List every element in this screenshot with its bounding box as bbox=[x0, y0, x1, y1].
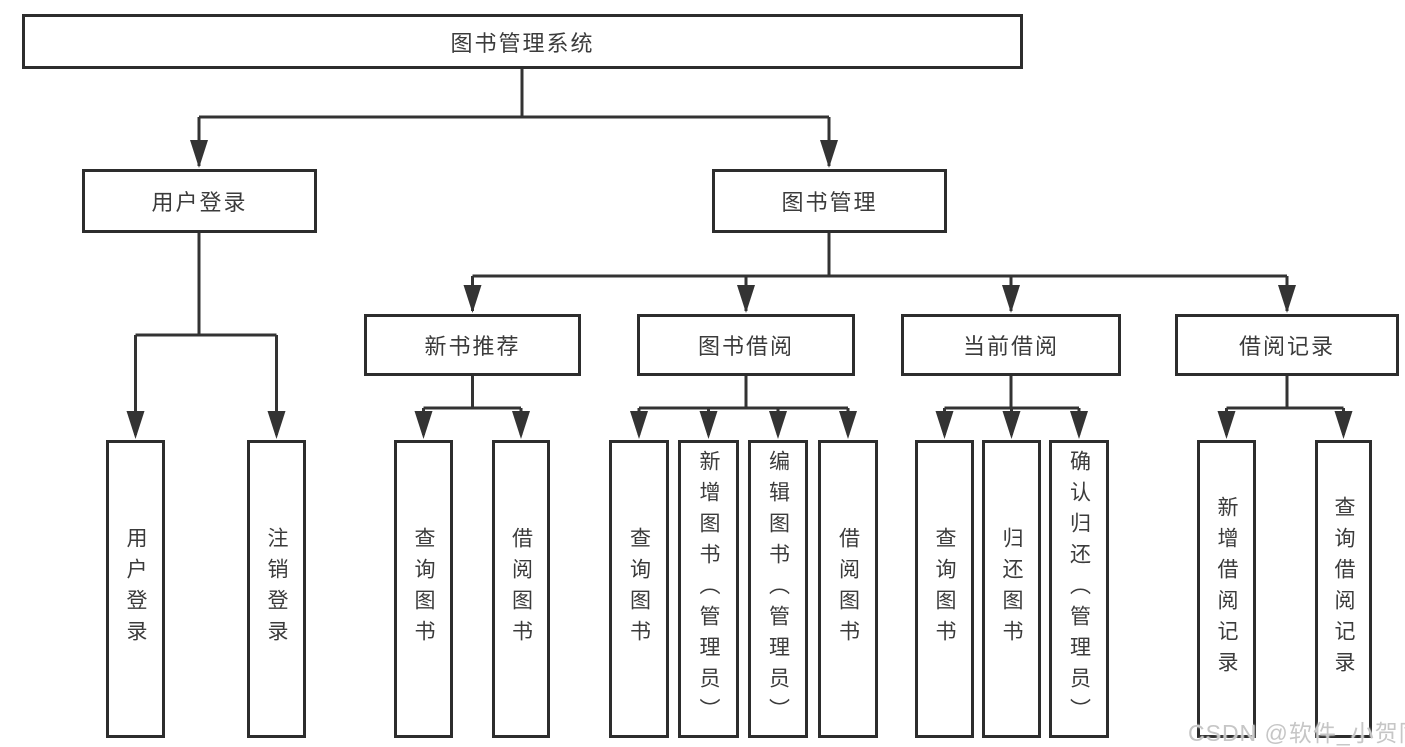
node-current-borrow: 当前借阅 bbox=[901, 314, 1121, 376]
leaf-confirm-return-admin: 确认归还（管理员） bbox=[1049, 440, 1109, 738]
node-label: 新增图书（管理员） bbox=[697, 449, 720, 729]
node-label: 借阅图书 bbox=[509, 527, 533, 651]
leaf-add-book-admin: 新增图书（管理员） bbox=[678, 440, 739, 738]
node-label: 新书推荐 bbox=[424, 334, 521, 359]
leaf-borrow-books-recommend: 借阅图书 bbox=[492, 440, 550, 738]
leaf-add-borrow-record: 新增借阅记录 bbox=[1197, 440, 1256, 738]
csdn-watermark: CSDN @软件_小贺同学 bbox=[1188, 720, 1405, 746]
node-label: 查询图书 bbox=[933, 527, 956, 651]
node-label: 图书管理系统 bbox=[450, 30, 595, 56]
node-label: 查询图书 bbox=[412, 527, 435, 651]
leaf-borrow-books: 借阅图书 bbox=[818, 440, 878, 738]
leaf-query-borrow-record: 查询借阅记录 bbox=[1315, 440, 1372, 738]
leaf-query-books-recommend: 查询图书 bbox=[394, 440, 453, 738]
node-label: 查询借阅记录 bbox=[1332, 496, 1355, 682]
node-label: 确认归还（管理员） bbox=[1067, 449, 1091, 729]
node-label: 查询图书 bbox=[627, 527, 651, 651]
node-label: 借阅图书 bbox=[836, 527, 860, 651]
leaf-return-book: 归还图书 bbox=[982, 440, 1041, 738]
node-new-book-recommend: 新书推荐 bbox=[364, 314, 581, 376]
node-user-login: 用户登录 bbox=[82, 169, 317, 233]
node-label: 图书借阅 bbox=[697, 334, 794, 359]
node-book-borrow: 图书借阅 bbox=[637, 314, 855, 376]
node-label: 编辑图书（管理员） bbox=[766, 449, 790, 729]
node-book-management: 图书管理 bbox=[712, 169, 947, 233]
node-label: 用户登录 bbox=[124, 527, 147, 651]
node-label: 用户登录 bbox=[151, 190, 248, 215]
leaf-logout: 注销登录 bbox=[247, 440, 306, 738]
node-label: 当前借阅 bbox=[962, 334, 1059, 359]
node-label: 注销登录 bbox=[265, 527, 288, 651]
leaf-query-books-current: 查询图书 bbox=[915, 440, 974, 738]
leaf-query-books-borrow: 查询图书 bbox=[609, 440, 669, 738]
node-label: 借阅记录 bbox=[1238, 334, 1335, 359]
arrowheads bbox=[126, 140, 1353, 439]
node-label: 图书管理 bbox=[781, 190, 878, 215]
node-root-library-system: 图书管理系统 bbox=[22, 14, 1023, 69]
node-label: 新增借阅记录 bbox=[1215, 496, 1238, 682]
node-borrow-records: 借阅记录 bbox=[1175, 314, 1399, 376]
leaf-user-login: 用户登录 bbox=[106, 440, 165, 738]
leaf-edit-book-admin: 编辑图书（管理员） bbox=[748, 440, 808, 738]
node-label: 归还图书 bbox=[1000, 527, 1023, 651]
